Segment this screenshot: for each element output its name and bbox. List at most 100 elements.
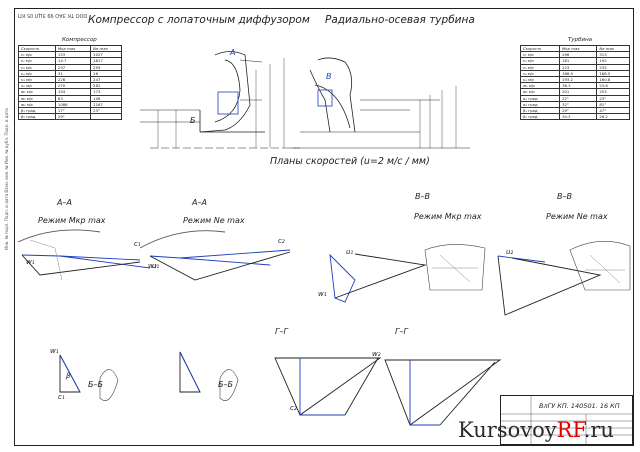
table-cell: 31 (54, 69, 92, 78)
table-cell: 1086 (54, 100, 92, 109)
label-vv-right: В–В (557, 192, 572, 201)
table-cell: 36.3 (559, 82, 598, 90)
label-vv-left: В–В (415, 192, 430, 201)
vec-w1-vv: w₁ (318, 290, 327, 298)
table-cell: 16 (90, 69, 122, 78)
label-bb-left: Б–Б (88, 380, 103, 389)
label-mode-ne-1: Режим Ne max (183, 216, 245, 225)
table-cell: 173 (90, 88, 122, 96)
table-cell: 17° (54, 107, 92, 115)
watermark: KursovoyRF.ru (458, 418, 614, 442)
vec-u1-aa: u₁ (152, 262, 160, 270)
velocity-plans-title: Планы скоростей (u=2 м/с / мм) (270, 156, 430, 167)
turbine-title: Радиально-осевая турбина (325, 14, 475, 26)
table-header-cell: Ne max (90, 44, 122, 53)
turbine-table-caption: Турбина (568, 37, 593, 43)
vec-w1-aa: w₁ (26, 258, 35, 266)
triangle-vv-ne (497, 241, 631, 316)
table-cell: 193.2 (559, 75, 598, 84)
table-cell: 81° (596, 100, 630, 109)
turbine-section (290, 57, 470, 149)
table-header-cell: Мкр max (54, 44, 92, 53)
label-a: А (230, 48, 236, 57)
stamp-code: ВлГУ КП. 140501. 16 КП (539, 402, 620, 410)
watermark-main: Kursovoy (458, 418, 557, 442)
table-cell: 186.9 (559, 69, 598, 78)
label-gg-left: Г–Г (275, 327, 288, 336)
vec-w-gg: w₂ (372, 350, 381, 358)
table-cell: 201 (559, 88, 598, 96)
table-cell: 154 (54, 88, 92, 96)
label-aa-right: А–А (192, 198, 207, 207)
label-gg-right: Г–Г (395, 327, 408, 336)
table-cell: 106 (90, 94, 122, 102)
vec-w2-aa: w₂ (148, 262, 157, 270)
table-cell: 226 (54, 75, 92, 84)
table-cell: 83 (54, 94, 92, 102)
vec-w-bb: w₁ (50, 347, 59, 355)
title-block: ВлГУ КП. 140501. 16 КП (500, 395, 634, 446)
vec-u1-vv: u₁ (346, 248, 354, 256)
table-cell: 32° (559, 100, 598, 109)
watermark-tld: .ru (583, 418, 614, 442)
triangle-gg-right (384, 359, 502, 426)
table-cell: 270 (54, 82, 92, 90)
sheet-frame (14, 8, 634, 446)
compressor-table-caption: Компрессор (62, 37, 97, 43)
table-cell: 259 (90, 63, 122, 71)
table-cell: 34.3 (559, 113, 598, 121)
table-cell: 23° (90, 107, 122, 115)
table-header-cell: Мкр max (559, 44, 598, 53)
table-cell: 168.5 (596, 69, 630, 78)
label-bb-right: Б–Б (218, 380, 233, 389)
table-header-cell: Ne max (596, 44, 630, 53)
vec-u2-vv: u₂ (506, 248, 514, 256)
vec-beta-bb: β (66, 372, 71, 380)
table-cell: 23° (596, 94, 630, 102)
vec-c1-aa: c₁ (134, 240, 141, 248)
label-mode-ne-2: Режим Ne max (546, 212, 608, 221)
label-mode-mkp-2: Режим Mкр max (414, 212, 482, 221)
table-cell: 29° (559, 107, 598, 115)
table-cell: 22° (559, 94, 598, 102)
table-cell: 253 (596, 88, 630, 96)
triangle-gg-left (274, 357, 382, 416)
table-cell: 23.6 (596, 82, 630, 90)
triangle-vv-mkp (329, 244, 486, 303)
label-aa-left: А–А (57, 198, 72, 207)
table-cell: 47° (596, 107, 630, 115)
table-cell: 237 (54, 63, 92, 71)
compressor-section (140, 51, 300, 149)
table-cell (90, 113, 122, 121)
vec-c2-aa: c₂ (278, 237, 285, 245)
table-cell: 160.8 (596, 75, 630, 84)
label-b: Б (190, 116, 196, 125)
triangle-aa-ne (139, 230, 291, 281)
table-cell: 1167 (90, 100, 122, 109)
label-v: В (326, 72, 332, 81)
table-cell: 26.2 (596, 113, 630, 121)
vec-c-bb: c₁ (58, 393, 65, 401)
compressor-title: Компрессор с лопаточным диффузором (88, 14, 310, 26)
triangle-bb-small (59, 351, 239, 401)
table-cell: 282 (90, 82, 122, 90)
